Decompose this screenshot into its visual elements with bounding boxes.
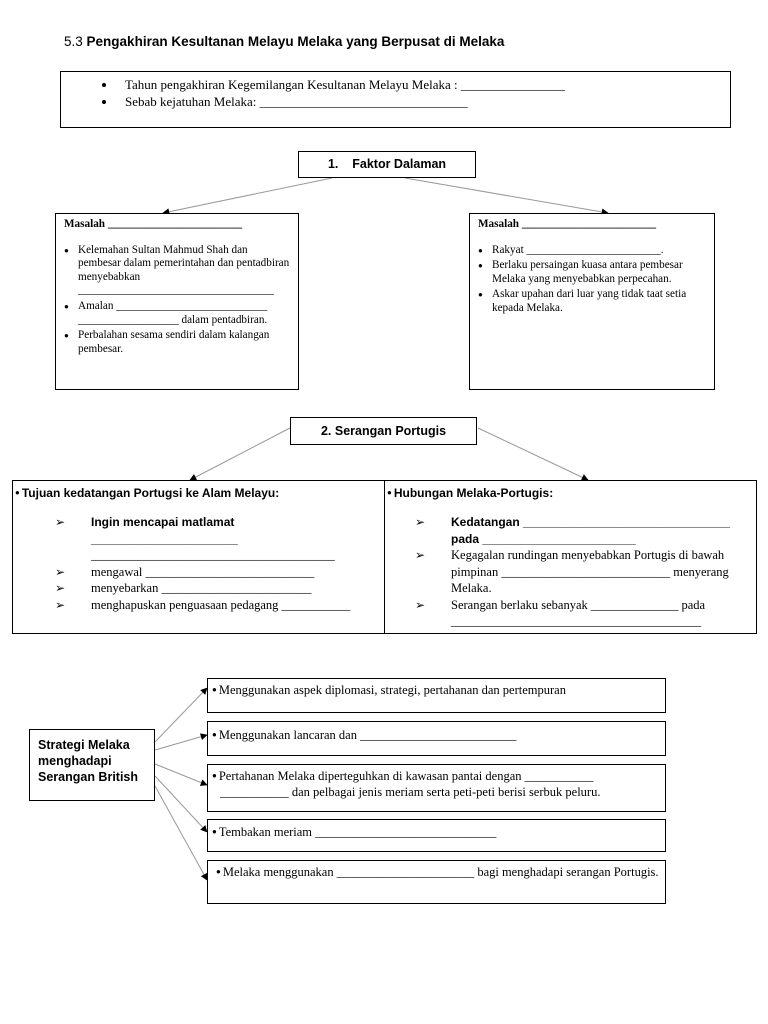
list-item: menghapuskan penguasaan pedagang _______… [55,597,384,614]
arrow-dalaman-left [162,177,333,216]
arrow-portugis-left [189,427,291,481]
arrow-dalaman-right [404,177,609,216]
list-item: Kegagalan rundingan menyebabkan Portugis… [415,547,735,597]
list-item: Amalan ___________________________ _____… [64,300,290,327]
faktor-dalaman-heading: 1. Faktor Dalaman [298,151,476,178]
list-item: menyebarkan ________________________ [55,580,384,597]
arrow-strategi-5 [154,785,208,881]
strategi-item-3: ●Pertahanan Melaka diperteguhkan di kawa… [207,764,666,812]
masalah-left-box: Masalah ________________________ Kelemah… [55,213,299,390]
masalah-left-title: Masalah ________________________ [64,218,243,230]
arrow-strategi-2 [154,733,208,751]
serangan-portugis-heading: 2. Serangan Portugis [290,417,477,445]
list-item: Serangan berlaku sebanyak ______________… [415,597,735,630]
list-item: Berlaku persaingan kuasa antara pembesar… [478,259,706,286]
tujuan-box: ●Tujuan kedatangan Portugsi ke Alam Mela… [12,480,385,634]
list-item: Perbalahan sesama sendiri dalam kalangan… [64,329,290,356]
arrow-strategi-1 [154,687,208,743]
title-number: 5.3 [64,34,83,49]
hubungan-title: ●Hubungan Melaka-Portugis: [387,486,554,500]
strategi-item-4: ●Tembakan meriam _______________________… [207,819,666,852]
strategi-item-5: ●Melaka menggunakan ____________________… [207,860,666,904]
strategi-item-2: ●Menggunakan lancaran dan ______________… [207,721,666,756]
masalah-right-title: Masalah ________________________ [478,218,657,230]
list-item: mengawal ___________________________ [55,564,384,581]
list-item: Kedatangan _____________________________… [415,514,735,547]
arrow-portugis-right [477,427,589,481]
tujuan-title: ●Tujuan kedatangan Portugsi ke Alam Mela… [15,486,280,500]
masalah-right-box: Masalah ________________________ Rakyat … [469,213,715,390]
summary-box: Tahun pengakhiran Kegemilangan Kesultana… [60,71,731,128]
summary-item: Sebab kejatuhan Melaka: ________________… [117,93,730,110]
list-item: Askar upahan dari luar yang tidak taat s… [478,288,706,315]
arrow-strategi-3 [154,763,208,786]
strategi-label-box: Strategi Melaka menghadapi Serangan Brit… [29,729,155,801]
hubungan-box: ●Hubungan Melaka-Portugis: Kedatangan __… [384,480,757,634]
list-item: Ingin mencapai matlamat ________________… [55,514,384,564]
summary-item: Tahun pengakhiran Kegemilangan Kesultana… [117,76,730,93]
title-text: Pengakhiran Kesultanan Melayu Melaka yan… [86,34,505,49]
list-item: Kelemahan Sultan Mahmud Shah dan pembesa… [64,244,290,298]
list-item: Rakyat ________________________. [478,244,706,258]
page-title: 5.3 Pengakhiran Kesultanan Melayu Melaka… [64,34,504,49]
strategi-item-1: ●Menggunakan aspek diplomasi, strategi, … [207,678,666,713]
arrow-strategi-4 [154,775,208,833]
